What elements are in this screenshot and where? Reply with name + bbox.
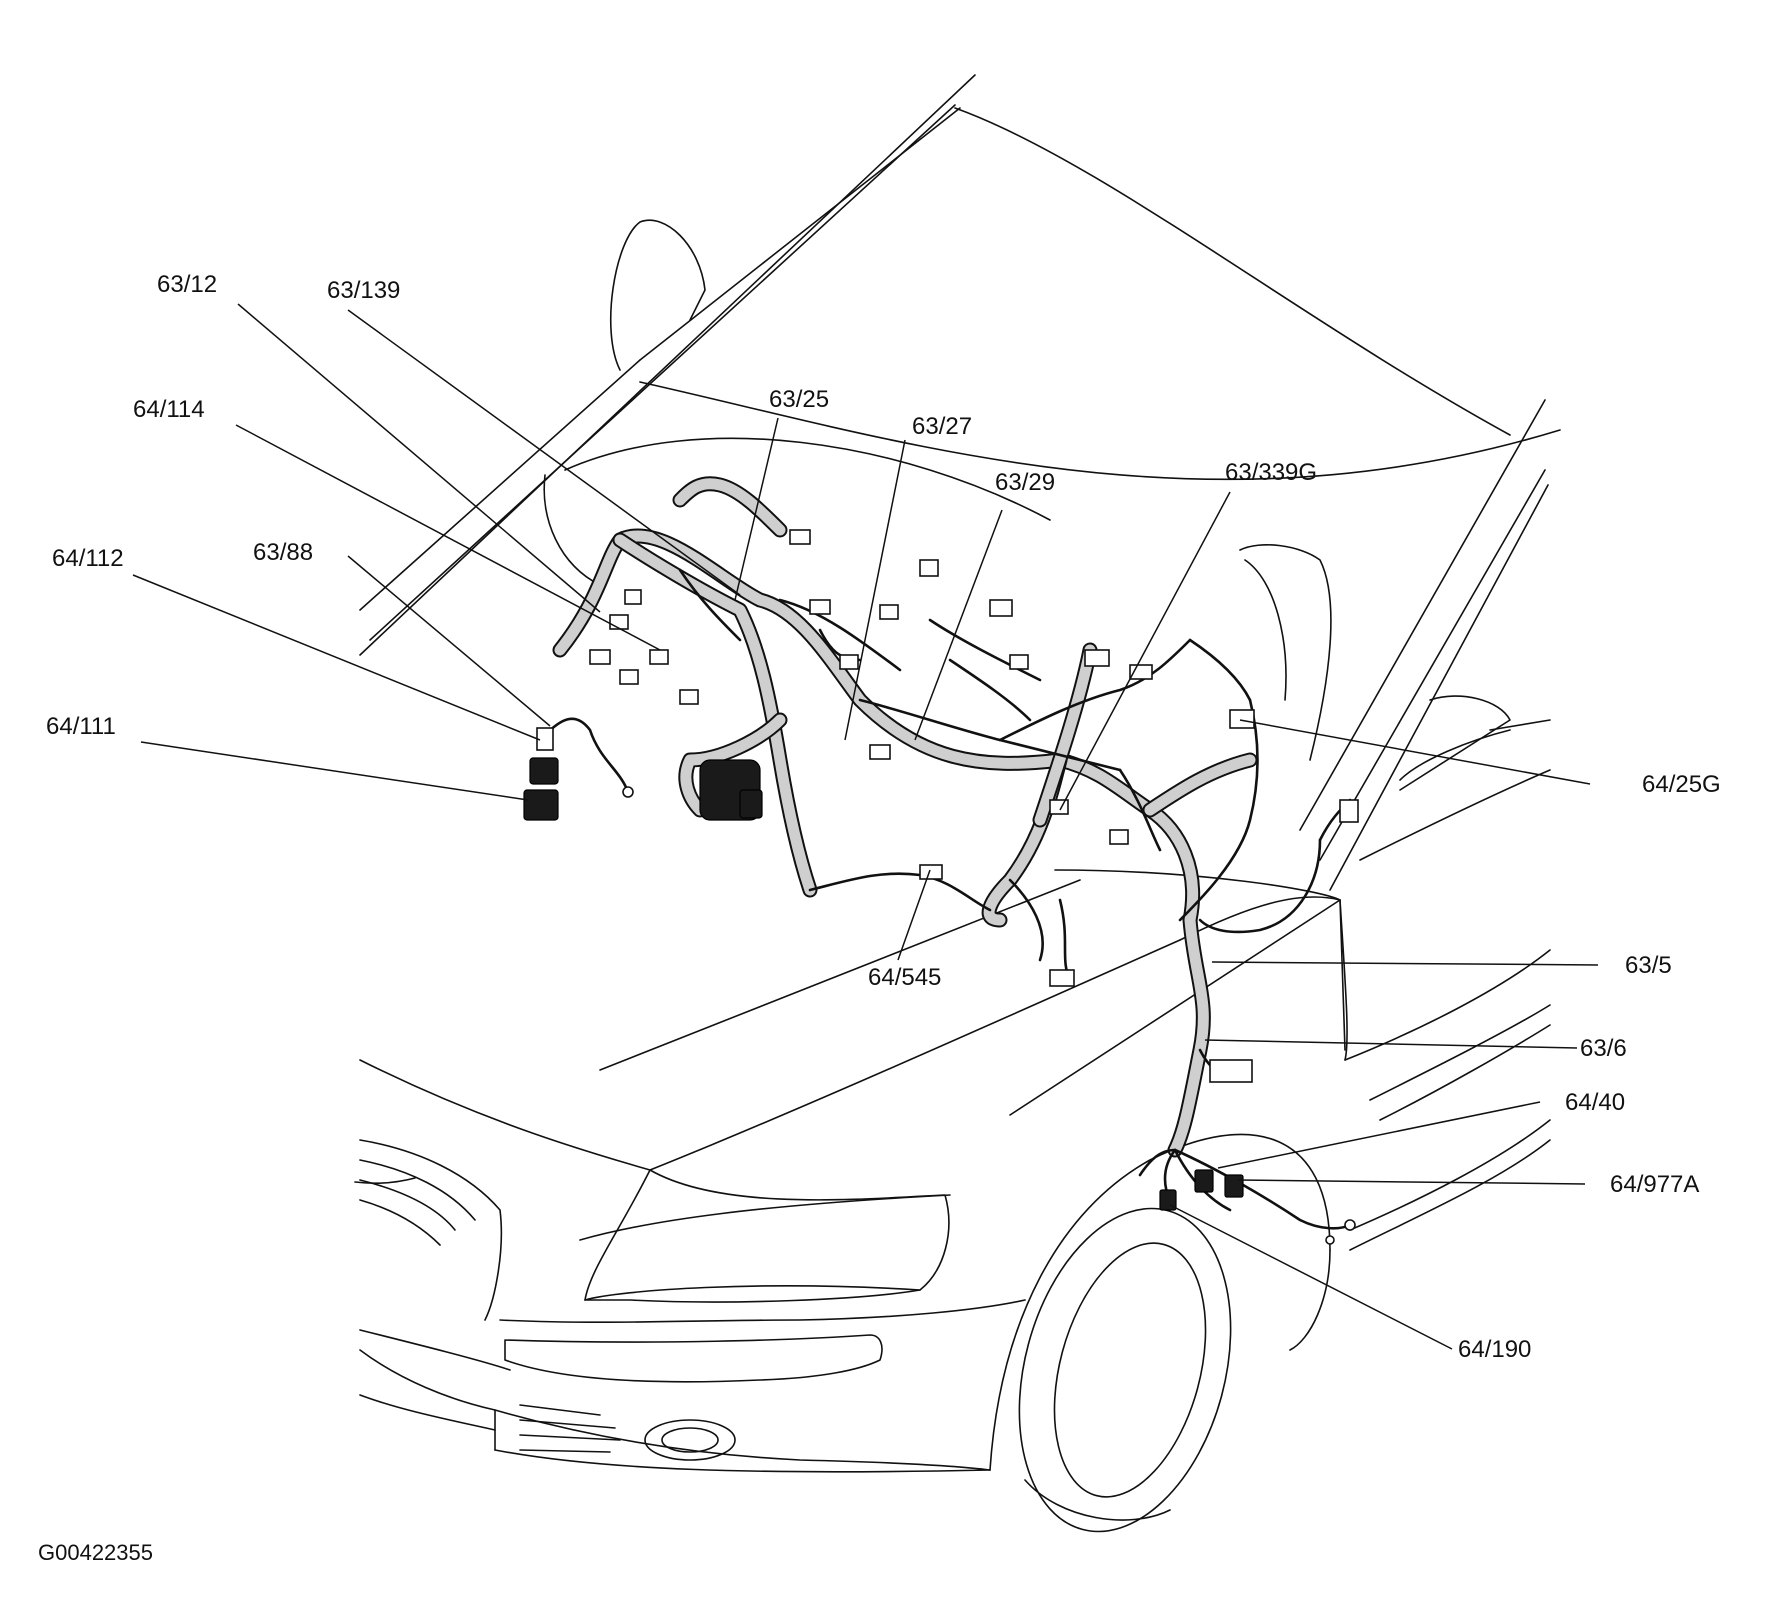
callout-64-40: 64/40	[1565, 1089, 1625, 1116]
callout-63-6: 63/6	[1580, 1035, 1627, 1062]
main-harness	[552, 476, 1258, 1158]
leader-lines	[132, 303, 1599, 1350]
callout-64-977A: 64/977A	[1610, 1171, 1699, 1198]
callout-64-545: 64/545	[868, 964, 941, 991]
callout-64-190: 64/190	[1458, 1336, 1531, 1363]
callout-63-25: 63/25	[769, 386, 829, 413]
vehicle-outline	[354, 74, 1561, 1533]
callout-64-114: 64/114	[133, 396, 205, 423]
callout-63-5: 63/5	[1625, 952, 1672, 979]
callout-64-25G: 64/25G	[1642, 771, 1721, 798]
branch-wires	[543, 568, 1352, 1230]
callout-64-111: 64/111	[46, 713, 116, 740]
connectors	[523, 529, 1359, 1245]
callout-63-88: 63/88	[253, 539, 313, 566]
callout-63-139: 63/139	[327, 277, 400, 304]
callout-63-339G: 63/339G	[1225, 459, 1317, 486]
callout-63-27: 63/27	[912, 413, 972, 440]
figure-id: G00422355	[38, 1540, 153, 1565]
callout-63-12: 63/12	[157, 271, 217, 298]
callout-64-112: 64/112	[52, 545, 124, 572]
callout-63-29: 63/29	[995, 469, 1055, 496]
callout-labels: 63/12 63/139 64/114 63/25 63/27 63/29 63…	[38, 271, 1721, 1565]
